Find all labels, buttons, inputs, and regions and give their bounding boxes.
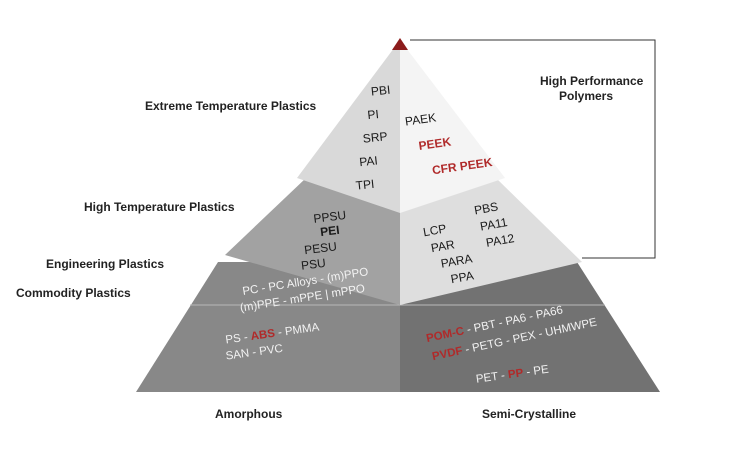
label-high-performance-line2: Polymers (559, 89, 613, 103)
apex-tip-marker (392, 38, 408, 50)
high-temp-tier-right-face (400, 178, 582, 305)
commodity-right-pre: PET - (475, 369, 509, 385)
high-temp-item: PSU (300, 256, 326, 273)
high-temp-item: PA11 (479, 215, 509, 234)
high-temp-item: PA12 (485, 231, 516, 250)
label-high-performance-line1: High Performance (540, 74, 644, 88)
label-semi-crystalline: Semi-Crystalline (482, 407, 576, 421)
label-high-temperature: High Temperature Plastics (84, 200, 235, 214)
high-temp-left-list: PPSU PEI PESU PSU (300, 208, 347, 273)
high-temp-item: PPSU (313, 208, 347, 226)
label-amorphous: Amorphous (215, 407, 283, 421)
commodity-left-pre: PS - (225, 331, 252, 346)
label-extreme-temperature: Extreme Temperature Plastics (145, 99, 317, 113)
base-tier-right-face (400, 262, 660, 392)
high-temp-right-col1: LCP PAR PARA PPA (422, 221, 475, 286)
base-tier-left-face (136, 262, 400, 392)
high-temp-item: PBS (473, 199, 499, 217)
apex-left-item: PBI (370, 83, 391, 99)
high-temp-tier-left-face (225, 178, 400, 305)
high-temp-item: PAR (430, 237, 456, 255)
high-performance-bracket (410, 39, 656, 259)
high-temp-item: PARA (440, 251, 474, 270)
high-temp-item: PPA (450, 268, 475, 286)
apex-left-item: SRP (362, 129, 388, 146)
commodity-red-pp: PP (507, 367, 524, 381)
commodity-red-abs: ABS (250, 328, 276, 343)
high-temp-right-col2: PBS PA11 PA12 (473, 199, 516, 250)
apex-left-list: PBI PI SRP PAI TPI (355, 83, 391, 193)
high-temp-item: LCP (422, 221, 447, 239)
commodity-right-line: PET - PP - PE (475, 364, 550, 386)
label-commodity: Commodity Plastics (16, 286, 131, 300)
commodity-right-list: PET - PP - PE (475, 364, 550, 386)
apex-right-item-peek: PEEK (418, 135, 453, 153)
commodity-right-post: - PE (522, 364, 549, 379)
apex-left-item: PAI (359, 153, 379, 169)
apex-tier-left-face (297, 40, 400, 213)
apex-right-item-paek: PAEK (404, 110, 437, 128)
apex-tier-right-face (400, 40, 505, 213)
high-temp-item-pei: PEI (319, 223, 340, 239)
apex-left-item: PI (367, 107, 380, 122)
apex-left-item: TPI (355, 177, 375, 193)
high-temp-item: PESU (303, 239, 337, 257)
label-engineering: Engineering Plastics (46, 257, 164, 271)
